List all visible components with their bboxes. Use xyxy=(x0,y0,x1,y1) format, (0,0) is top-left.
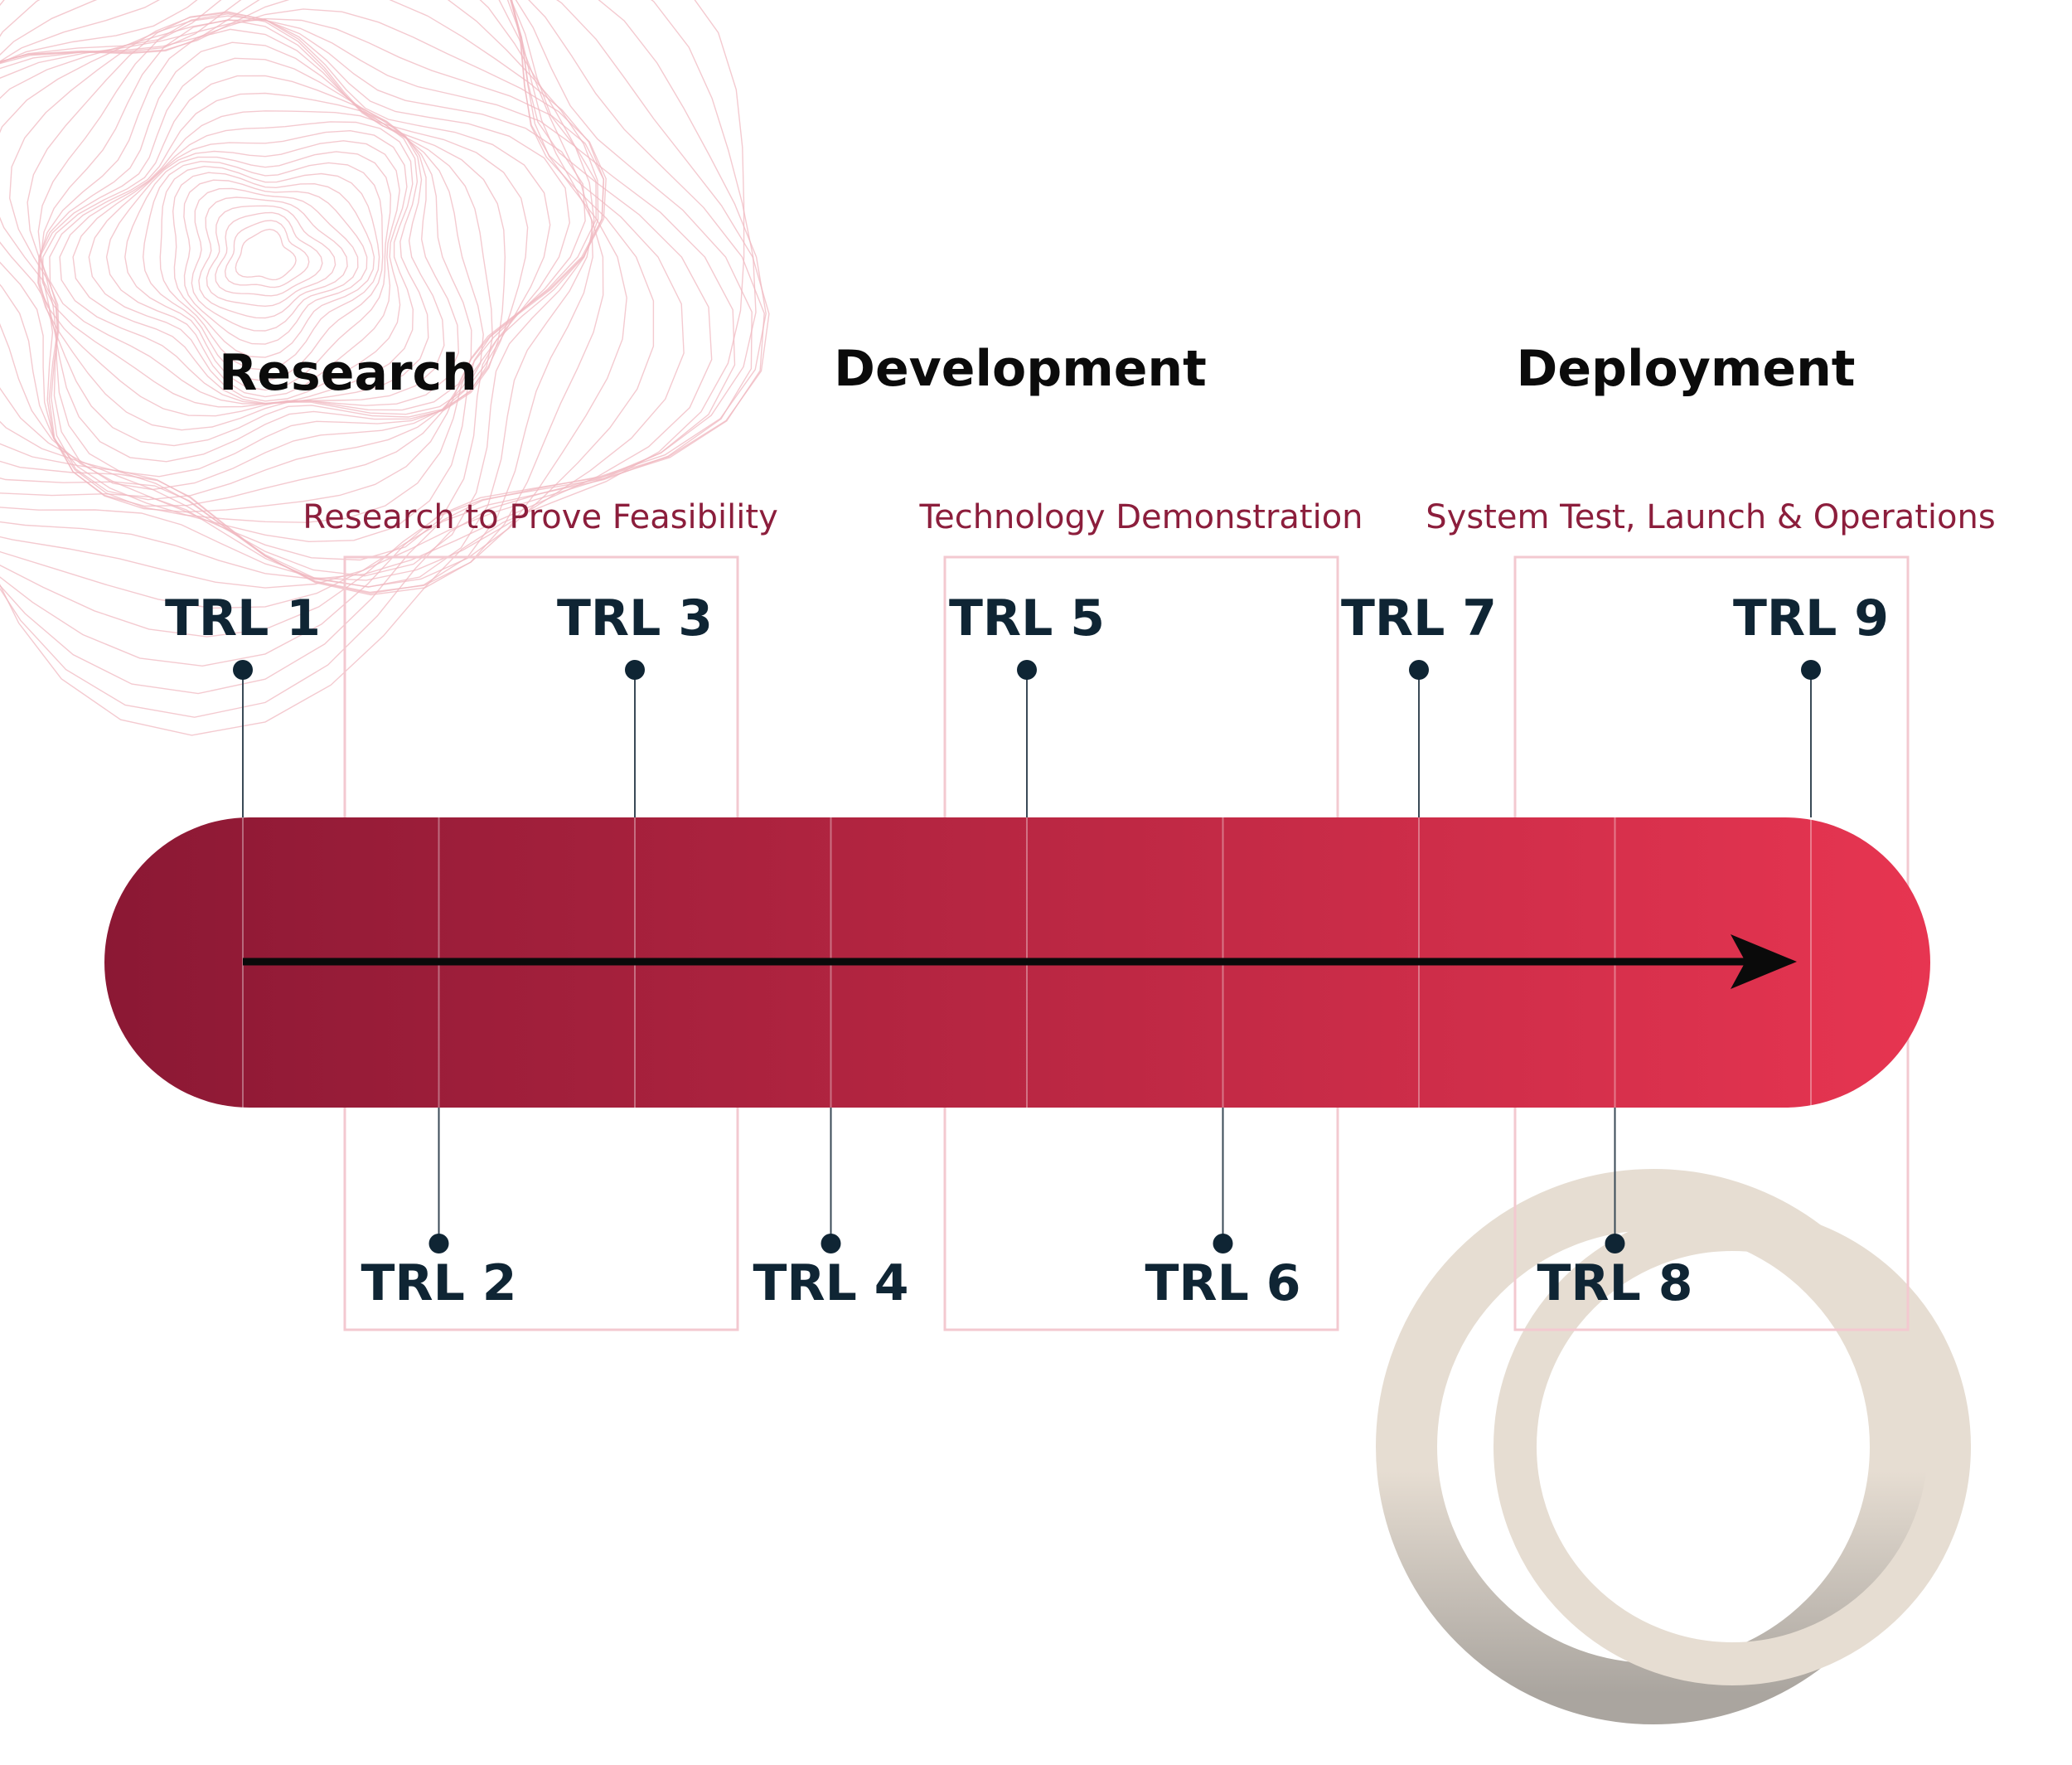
contour-line xyxy=(198,196,348,319)
trl-marker-dot xyxy=(233,660,253,680)
contour-line xyxy=(0,0,745,736)
contour-line xyxy=(0,0,595,588)
trl-label: TRL 7 xyxy=(1341,589,1497,647)
contour-line xyxy=(0,0,770,667)
contour-line xyxy=(142,160,384,382)
trl-label: TRL 4 xyxy=(753,1254,909,1312)
contour-line xyxy=(0,0,605,561)
trl-marker-dot xyxy=(821,1234,841,1253)
contour-line xyxy=(0,15,586,507)
phase-headings: Research Development Deployment xyxy=(219,340,1855,402)
trl-markers: TRL 1 TRL 2 TRL 3 TRL 4 TRL 5 TRL 6 TRL 7 TRL 8… xyxy=(165,589,1889,1312)
contour-line xyxy=(0,17,605,523)
trl-label: TRL 5 xyxy=(949,589,1105,647)
contour-line xyxy=(59,110,429,405)
contour-line xyxy=(0,0,713,580)
contour-line xyxy=(88,129,408,402)
trl-label: TRL 3 xyxy=(557,589,713,647)
contour-line xyxy=(183,179,368,345)
contour-line xyxy=(0,8,607,543)
contour-line xyxy=(235,228,297,281)
trl-marker-dot xyxy=(1605,1234,1625,1253)
contour-line xyxy=(0,0,767,695)
stage-subtitle-deployment: System Test, Launch & Operations xyxy=(1426,498,1995,536)
phase-heading-development: Development xyxy=(834,340,1207,398)
trl-marker-dot xyxy=(1213,1234,1233,1253)
trl-marker-dot xyxy=(625,660,645,680)
outer-ring xyxy=(1376,1169,1931,1724)
rings-decoration xyxy=(1376,1169,1971,1724)
contour-line xyxy=(37,12,529,478)
trl-label: TRL 6 xyxy=(1145,1254,1301,1312)
contour-line xyxy=(0,0,736,589)
contour-line xyxy=(0,19,597,513)
contour-line xyxy=(224,220,310,289)
trl-marker-dot xyxy=(1017,660,1037,680)
contour-line xyxy=(0,0,627,594)
contour-line xyxy=(72,121,414,405)
progress-arrow xyxy=(243,934,1797,989)
contour-line xyxy=(215,211,323,297)
contour-line xyxy=(206,205,336,308)
contour-line xyxy=(0,0,753,609)
trl-marker-dot xyxy=(428,1234,449,1253)
contour-line xyxy=(8,12,571,501)
inner-ring xyxy=(1493,1208,1971,1685)
arrow-head xyxy=(1731,934,1797,989)
phase-heading-deployment: Deployment xyxy=(1517,340,1856,398)
trl-label: TRL 9 xyxy=(1733,589,1889,647)
stage-subtitle-development: Technology Demonstration xyxy=(918,498,1363,536)
contour-line xyxy=(0,0,757,718)
contour-line xyxy=(124,151,392,391)
stage-subtitles: Research to Prove Feasibility Technology… xyxy=(303,498,1995,536)
stage-subtitle-research: Research to Prove Feasibility xyxy=(303,498,778,536)
contour-line xyxy=(159,165,380,371)
phase-heading-research: Research xyxy=(219,344,477,402)
contour-line xyxy=(105,140,400,398)
trl-label: TRL 8 xyxy=(1537,1254,1693,1312)
trl-label: TRL 1 xyxy=(165,589,321,647)
trl-marker-dot xyxy=(1801,660,1821,680)
trl-marker-dot xyxy=(1409,660,1429,680)
contour-line xyxy=(0,0,599,577)
trl-label: TRL 2 xyxy=(361,1254,517,1312)
contour-line xyxy=(27,11,551,491)
contour-line xyxy=(0,0,685,581)
contour-line xyxy=(0,0,765,638)
contour-line xyxy=(191,187,359,332)
contour-line xyxy=(172,172,375,358)
